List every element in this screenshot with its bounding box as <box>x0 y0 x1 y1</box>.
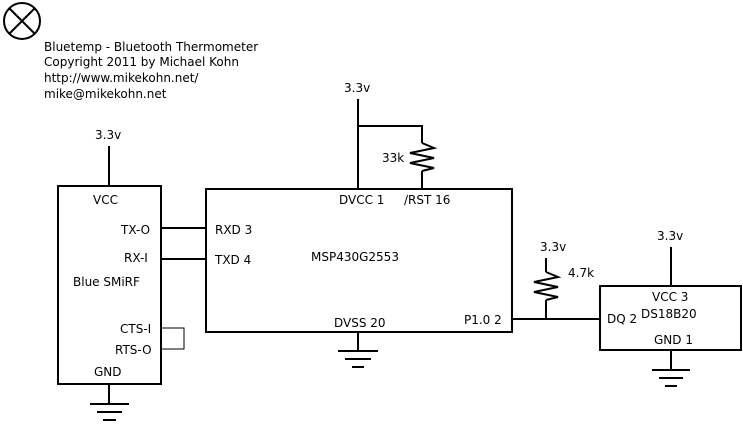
ground-icon <box>338 350 378 368</box>
sensor-gnd-pin: GND 1 <box>654 333 693 347</box>
mcu-chip: DVCC 1 /RST 16 RXD 3 TXD 4 MSP430G2553 D… <box>205 188 513 333</box>
resistor-icon <box>409 142 438 172</box>
mcu-rst-pin: /RST 16 <box>404 193 450 207</box>
mcu-dvss-pin: DVSS 20 <box>334 316 386 330</box>
sensor-vcc-pin: VCC 3 <box>652 290 688 304</box>
sensor-name: DS18B20 <box>641 307 697 321</box>
url-line: http://www.mikekohn.net/ <box>44 71 199 85</box>
pullup-resistor-label: 4.7k <box>568 266 594 280</box>
bluetooth-module: VCC TX-O RX-I Blue SMiRF CTS-I RTS-O GND <box>57 185 162 385</box>
bt-rts-pin: RTS-O <box>115 343 152 357</box>
lamp-icon <box>3 2 41 40</box>
ground-icon <box>90 403 129 421</box>
mcu-supply-label: 3.3v <box>344 81 370 95</box>
bt-supply-label: 3.3v <box>95 128 121 142</box>
bt-cts-pin: CTS-I <box>120 322 151 336</box>
mcu-rxd-pin: RXD 3 <box>215 223 252 237</box>
bt-gnd-pin: GND <box>94 365 122 379</box>
bt-tx-pin: TX-O <box>120 223 150 237</box>
mcu-dvcc-pin: DVCC 1 <box>339 193 384 207</box>
ground-icon <box>652 369 690 387</box>
copyright-line: Copyright 2011 by Michael Kohn <box>44 55 239 69</box>
mcu-txd-pin: TXD 4 <box>214 253 251 267</box>
pullup-supply-label: 3.3v <box>540 240 566 254</box>
bt-vcc-pin: VCC <box>93 193 118 207</box>
cts-rts-loop <box>161 327 185 350</box>
mcu-p10-pin: P1.0 2 <box>464 313 502 327</box>
bt-module-name: Blue SMiRF <box>73 275 140 289</box>
title-block: Bluetemp - Bluetooth Thermometer Copyrig… <box>44 40 258 101</box>
email-line: mike@mikekohn.net <box>44 87 167 101</box>
reset-resistor-label: 33k <box>382 151 404 165</box>
sensor-chip: VCC 3 DQ 2 DS18B20 GND 1 <box>599 285 742 351</box>
bt-rx-pin: RX-I <box>124 251 148 265</box>
resistor-icon <box>533 271 562 301</box>
title-line: Bluetemp - Bluetooth Thermometer <box>44 40 258 54</box>
reset-pullup-top-wire <box>358 125 423 143</box>
sensor-dq-pin: DQ 2 <box>607 312 637 326</box>
mcu-name: MSP430G2553 <box>311 250 399 264</box>
sensor-supply-label: 3.3v <box>657 229 683 243</box>
